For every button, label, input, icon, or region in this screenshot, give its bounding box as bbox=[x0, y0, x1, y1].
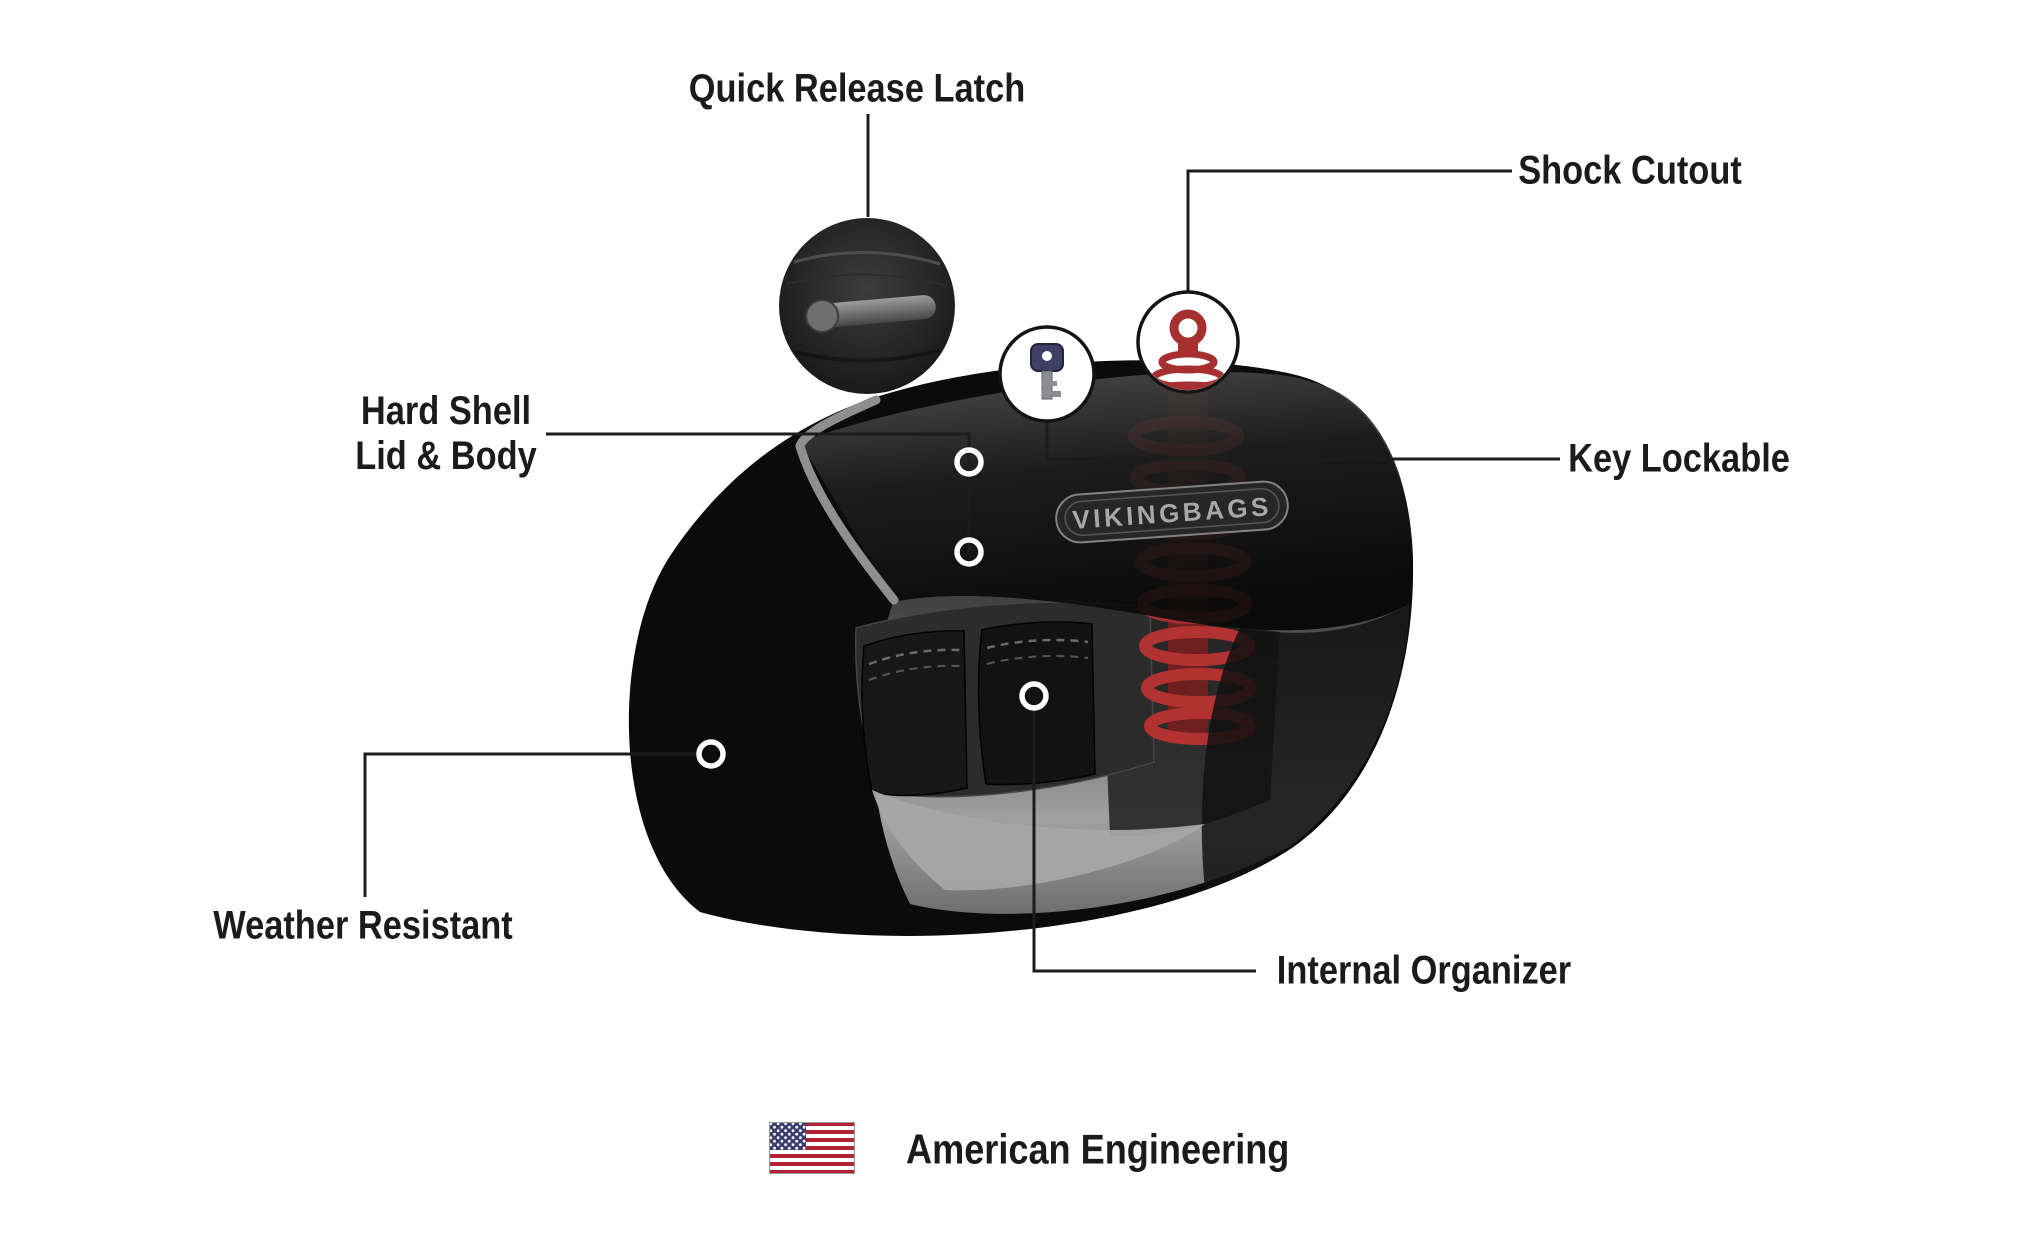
internal-organizer-connector bbox=[1032, 710, 1256, 973]
key-lockable-circle bbox=[998, 325, 1096, 423]
key-lockable-label-text: Key Lockable bbox=[1568, 436, 1790, 481]
hard-shell-label-line2: Lid & Body bbox=[355, 434, 537, 478]
internal-organizer-label-text: Internal Organizer bbox=[1276, 948, 1572, 993]
american-engineering-tagline-text: American Engineering bbox=[906, 1125, 1290, 1173]
internal-organizer-marker-dot bbox=[1019, 681, 1049, 711]
weather-resistant-label-text: Weather Resistant bbox=[213, 903, 513, 948]
connector-lines bbox=[363, 114, 1560, 973]
organizer-pocket-left-stitch bbox=[868, 648, 962, 666]
weather-resistant-connector bbox=[363, 752, 697, 897]
organizer-pocket-left bbox=[861, 630, 968, 797]
marker-dots bbox=[696, 447, 1049, 769]
quick-release-latch-zoom-icon bbox=[779, 218, 955, 394]
hard-shell-marker-dot-2 bbox=[954, 537, 984, 567]
shock-cutout-label: Shock Cutout bbox=[1500, 149, 1760, 194]
hard-shell-label: Hard Shell Lid & Body bbox=[340, 389, 551, 479]
key-lockable-label: Key Lockable bbox=[1550, 437, 1808, 482]
quick-release-latch-label: Quick Release Latch bbox=[661, 67, 1052, 112]
saddlebag-illustration: VIKINGBAGS bbox=[628, 360, 1414, 936]
shock-cutout-connector bbox=[1186, 169, 1512, 291]
key-icon bbox=[1030, 343, 1064, 400]
key-lockable-connector bbox=[1045, 422, 1560, 461]
hard-shell-connector bbox=[546, 432, 971, 552]
bag-lower-right-panel bbox=[1201, 604, 1409, 890]
quick-release-latch-label-text: Quick Release Latch bbox=[688, 66, 1026, 111]
hard-shell-marker-dot-1 bbox=[954, 447, 984, 477]
organizer-pocket-mid bbox=[977, 621, 1096, 786]
shock-cutout-label-text: Shock Cutout bbox=[1518, 148, 1742, 193]
organizer-pocket-mid-stitch2 bbox=[986, 655, 1089, 665]
shock-cutout-circle bbox=[1136, 290, 1240, 394]
american-engineering-tagline: American Engineering bbox=[906, 1127, 1352, 1172]
weather-resistant-marker-dot bbox=[696, 739, 726, 769]
organizer-pocket-mid-stitch bbox=[986, 638, 1089, 650]
brand-plate: VIKINGBAGS bbox=[1055, 480, 1289, 544]
weather-resistant-label: Weather Resistant bbox=[189, 904, 537, 949]
lid-trim-stripe bbox=[795, 395, 899, 605]
us-flag-icon bbox=[769, 1122, 855, 1174]
hard-shell-label-line1: Hard Shell bbox=[360, 389, 532, 433]
hard-shell-label-text: Hard Shell Lid & Body bbox=[355, 389, 537, 479]
interior-bottom-band bbox=[872, 790, 1205, 891]
organizer-pocket-left-stitch2 bbox=[868, 664, 962, 681]
internal-organizer-label: Internal Organizer bbox=[1253, 949, 1595, 994]
